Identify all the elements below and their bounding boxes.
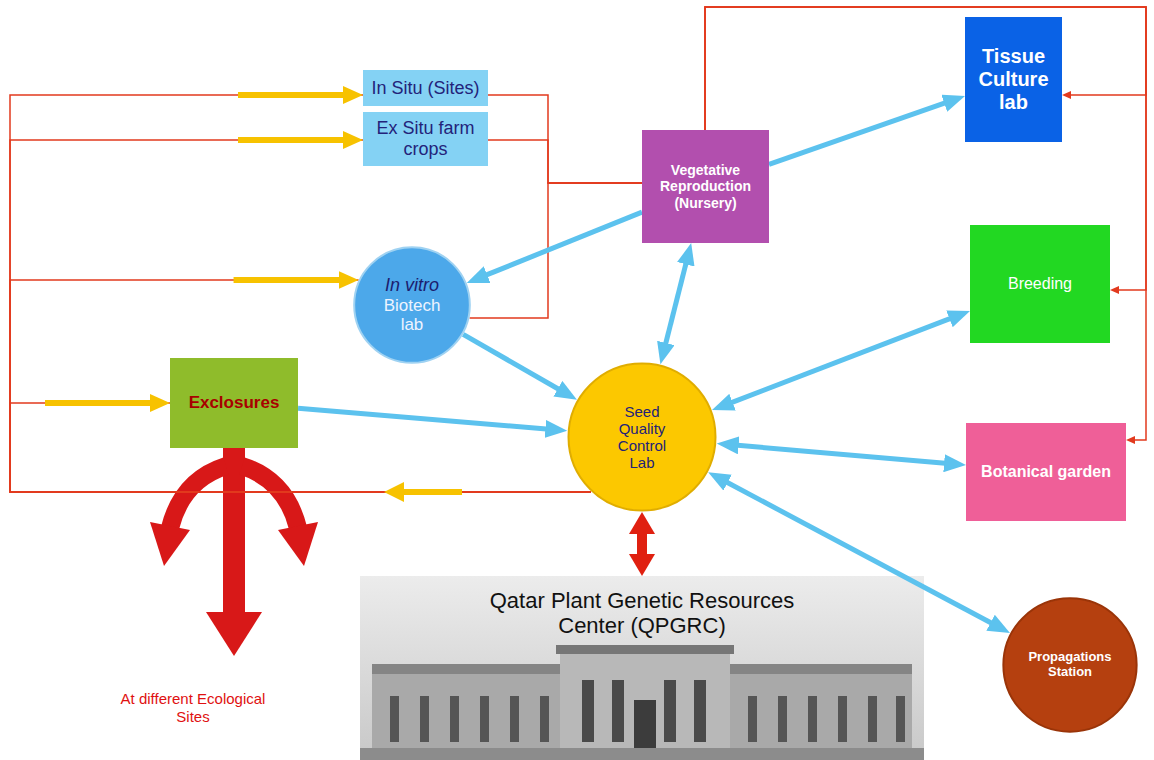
node-text: Ex Situ farm crops <box>367 118 484 159</box>
connector <box>769 102 948 164</box>
connector <box>10 95 591 492</box>
node-text: Breeding <box>976 275 1104 293</box>
connector-line <box>705 7 1146 440</box>
connector <box>642 532 643 556</box>
node-text-block: In vitroBiotech lab <box>374 275 450 335</box>
connector-arrow <box>238 137 345 143</box>
node-text: Seed Quality Control Lab <box>605 403 680 472</box>
node-text-block: Seed Quality Control Lab <box>605 403 680 472</box>
quality-lab-circle: Seed Quality Control Lab <box>567 362 717 512</box>
connector-arrow <box>238 92 345 98</box>
lab-circle: In vitroBiotech lab <box>353 246 471 364</box>
node-text-block: Qatar Plant Genetic Resources Center (QP… <box>477 588 807 639</box>
node-text: Exclosures <box>176 393 292 413</box>
circle-fill <box>1003 598 1136 731</box>
node-text: In Situ (Sites) <box>367 78 484 99</box>
connector <box>729 317 953 403</box>
connector-line <box>10 403 591 492</box>
node-text-block: Breeding <box>976 275 1104 293</box>
site-box: In Situ (Sites) <box>363 70 488 106</box>
node-text-block: Tissue Culture lab <box>969 45 1058 114</box>
connector-line <box>483 212 642 276</box>
breeding-box: Breeding <box>970 225 1110 343</box>
nursery-box: Vegetative Reproduction (Nursery) <box>642 130 769 243</box>
connector-line <box>488 140 642 183</box>
center-photo-band: Qatar Plant Genetic Resources Center (QP… <box>360 576 924 760</box>
connector <box>10 140 591 492</box>
connector <box>705 7 1146 440</box>
connector-line <box>735 445 948 463</box>
connector <box>298 408 549 429</box>
connector <box>488 140 642 183</box>
node-text-block: Botanical garden <box>972 463 1120 481</box>
connector-line <box>729 317 953 403</box>
node-text: Propagations Station <box>1021 650 1119 680</box>
connector-line <box>10 140 591 492</box>
node-text-block: Ex Situ farm crops <box>367 118 484 159</box>
connector-line <box>470 183 642 318</box>
node-text-block: Propagations Station <box>1021 650 1119 680</box>
connector-line <box>488 95 642 183</box>
node-text: Botanical garden <box>972 463 1120 481</box>
connector-line <box>298 408 549 429</box>
dispersal-arrow <box>170 448 298 616</box>
connector <box>665 260 687 346</box>
node-text: Biotech lab <box>374 296 450 335</box>
connector-line <box>665 260 687 346</box>
node-text: Qatar Plant Genetic Resources Center (QP… <box>477 588 807 639</box>
connector <box>483 212 642 276</box>
connector-line <box>769 102 948 164</box>
connector <box>10 280 591 492</box>
connector <box>463 334 561 390</box>
circle-fill <box>569 364 716 511</box>
site-label: At different Ecological Sites <box>118 690 268 726</box>
node-text-block: Vegetative Reproduction (Nursery) <box>648 162 763 210</box>
exclosure-box: Exclosures <box>170 358 298 448</box>
node-text: Vegetative Reproduction (Nursery) <box>648 162 763 210</box>
node-text-block: In Situ (Sites) <box>367 78 484 99</box>
farm-box: Ex Situ farm crops <box>363 112 488 166</box>
dispersal-arrowheads <box>150 522 318 656</box>
connector-line <box>10 280 591 492</box>
station-circle: Propagations Station <box>1002 597 1138 733</box>
connector <box>735 445 948 463</box>
node-text: Tissue Culture lab <box>969 45 1058 114</box>
connector-arrow <box>234 277 341 283</box>
lab-box: Tissue Culture lab <box>965 17 1062 142</box>
connector <box>488 95 642 183</box>
circle-fill <box>354 247 470 363</box>
building-photo <box>360 576 924 760</box>
return-arrow <box>402 489 462 495</box>
connector-line <box>637 532 647 556</box>
connector-arrow <box>45 400 152 406</box>
connector-line <box>10 95 591 492</box>
node-text-block: Exclosures <box>176 393 292 413</box>
node-text: In vitro <box>374 275 450 296</box>
connector-line <box>463 334 561 390</box>
connector <box>10 403 591 492</box>
return-arrowhead <box>384 482 404 502</box>
connector <box>470 183 642 318</box>
garden-box: Botanical garden <box>966 423 1126 521</box>
